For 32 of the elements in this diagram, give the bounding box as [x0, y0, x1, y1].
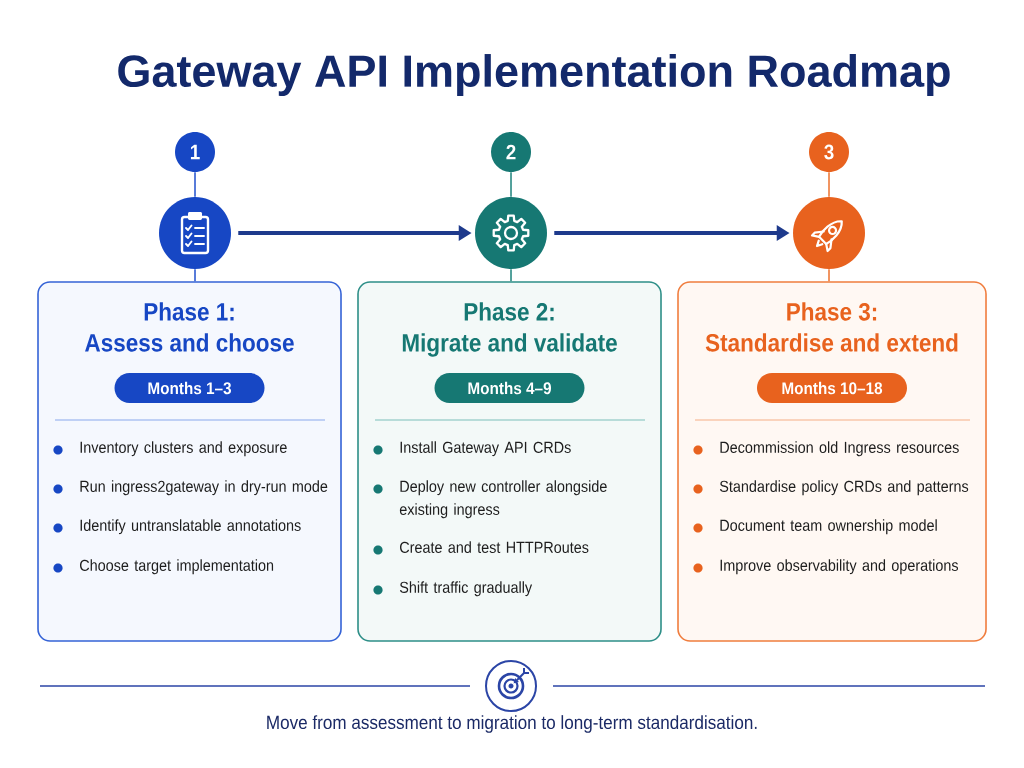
- bullet-text: Choose target implementation: [80, 559, 274, 575]
- month-range-pill: Months 4–9: [434, 373, 585, 403]
- bullet-text: Inventory clusters and exposure: [80, 441, 287, 457]
- clipboard-icon: [159, 197, 231, 269]
- rocket-icon: [793, 197, 865, 269]
- title: Gateway API Implementation Roadmap: [118, 54, 950, 96]
- gear-icon: [475, 197, 547, 269]
- connector-line: [510, 268, 512, 282]
- step-number: 1: [175, 132, 215, 172]
- month-range-pill: Months 10–18: [757, 373, 907, 403]
- bullet-text: Install Gateway API CRDs: [400, 441, 571, 457]
- bullet-text: Improve observability and operations: [720, 559, 959, 575]
- bullet-text: Shift traffic gradually: [399, 581, 533, 597]
- phase-heading: Phase 2: Migrate and validate: [402, 302, 617, 357]
- step-number: 3: [809, 132, 849, 172]
- phase-heading: Phase 1: Assess and choose: [85, 302, 294, 352]
- bullet-text: Decommission old Ingress resources: [720, 441, 959, 457]
- connector-line: [828, 171, 830, 198]
- bullet-text: Standardise policy CRDs and patterns: [719, 480, 969, 496]
- caption: Move from assessment to migration to long-term standardisation.: [267, 715, 757, 733]
- phase-heading: Phase 3: Standardise and extend: [705, 302, 958, 352]
- connector-line: [194, 171, 196, 198]
- bullet-text: Identify untranslatable annotations: [80, 519, 301, 535]
- step-number: 2: [491, 132, 531, 172]
- bullet-text: Create and test HTTPRoutes: [400, 541, 589, 553]
- connector-line: [828, 268, 830, 282]
- month-range-pill: Months 1–3: [114, 373, 265, 403]
- bullet-text: Run ingress2gateway in dry-run mode: [80, 480, 328, 496]
- connector-line: [194, 268, 196, 282]
- bullet-text: Deploy new controller alongside existing ingress: [399, 480, 607, 519]
- connector-line: [510, 171, 512, 198]
- bullet-text: Document team ownership model: [720, 519, 937, 535]
